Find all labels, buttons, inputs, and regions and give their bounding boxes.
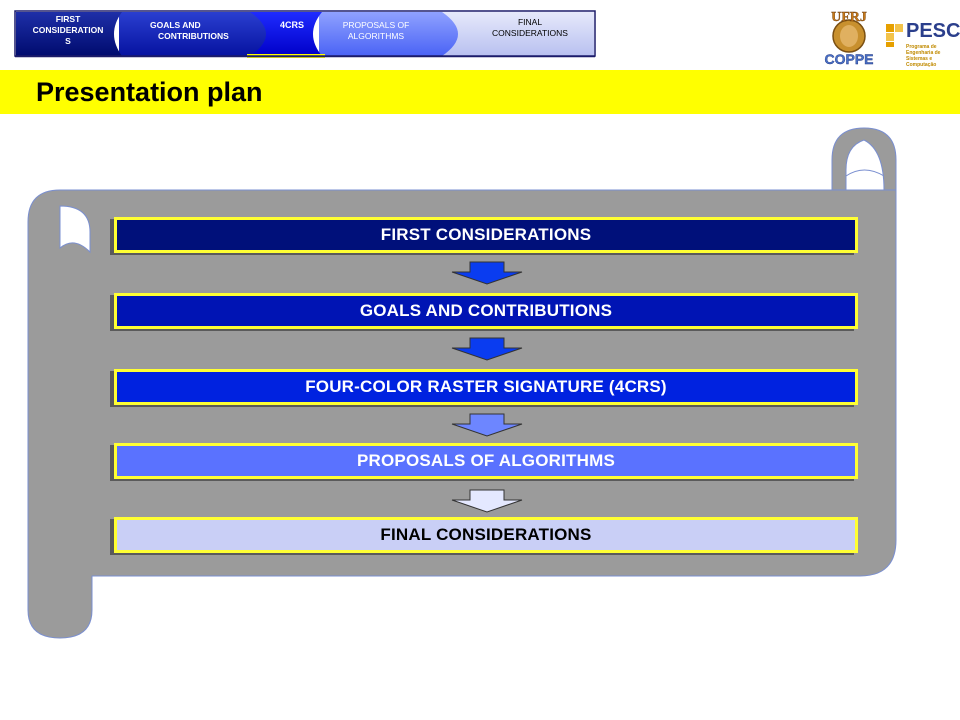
nav-item-first-considerations[interactable]: FIRST CONSIDERATION S xyxy=(16,14,120,47)
down-arrow-icon xyxy=(451,261,523,285)
nav-item-line: GOALS AND xyxy=(150,20,201,30)
step-label: FINAL CONSIDERATIONS xyxy=(380,525,592,544)
nav-segment-goals xyxy=(119,12,266,56)
scroll-right-curl-inner xyxy=(845,139,885,191)
nav-item-goals-and-contributions[interactable]: GOALS AND CONTRIBUTIONS xyxy=(140,20,250,42)
nav-item-line: FIRST xyxy=(55,14,81,24)
scroll-left-curl xyxy=(59,205,91,254)
nav-segment-final xyxy=(434,12,594,56)
nav-segment-first xyxy=(16,12,122,56)
nav-item-line: CONSIDERATION xyxy=(32,25,104,35)
step-final-considerations[interactable]: FINAL CONSIDERATIONS xyxy=(114,517,858,553)
down-arrow-icon xyxy=(451,489,523,513)
pesc-logo-icon xyxy=(886,24,903,47)
nav-item-line: CONSIDERATIONS xyxy=(492,28,568,38)
arrow-shape xyxy=(451,261,523,285)
pesc-logo-subtitle: Programa de Engenharia de Sistemas e Com… xyxy=(906,44,941,68)
step-label: FOUR-COLOR RASTER SIGNATURE (4CRS) xyxy=(305,377,667,396)
step-four-color-raster-signature[interactable]: FOUR-COLOR RASTER SIGNATURE (4CRS) xyxy=(114,369,858,405)
pesc-logo-title: PESC xyxy=(906,20,960,42)
step-first-considerations[interactable]: FIRST CONSIDERATIONS xyxy=(114,217,858,253)
nav-item-line: S xyxy=(65,36,71,46)
ufrj-logo-text: UFRJ xyxy=(831,10,867,25)
down-arrow-icon xyxy=(451,413,523,437)
step-goals-and-contributions[interactable]: GOALS AND CONTRIBUTIONS xyxy=(114,293,858,329)
title-bar xyxy=(0,70,960,114)
coppe-logo-text: COPPE xyxy=(824,51,873,67)
arrow-shape xyxy=(451,337,523,361)
nav-item-final-considerations[interactable]: FINAL CONSIDERATIONS xyxy=(470,17,590,39)
nav-item-line: PROPOSALS OF xyxy=(342,20,410,30)
nav-item-line: 4CRS xyxy=(279,20,304,30)
arrow-shape xyxy=(451,413,523,437)
step-label: GOALS AND CONTRIBUTIONS xyxy=(359,301,613,320)
nav-segment-proposals xyxy=(319,12,458,56)
nav-segment-4crs xyxy=(247,12,322,56)
step-label: PROPOSALS OF ALGORITHMS xyxy=(356,451,616,470)
nav-strip xyxy=(14,10,596,58)
nav-item-line: CONTRIBUTIONS xyxy=(158,31,229,41)
step-label: FIRST CONSIDERATIONS xyxy=(380,225,592,244)
page-title: Presentation plan xyxy=(36,77,263,107)
ufrj-coppe-logo: UFRJ COPPE xyxy=(824,10,873,67)
nav-item-line: FINAL xyxy=(517,17,543,27)
step-proposals-of-algorithms[interactable]: PROPOSALS OF ALGORITHMS xyxy=(114,443,858,479)
down-arrow-icon xyxy=(451,337,523,361)
arrow-shape xyxy=(451,489,523,513)
nav-item-4crs[interactable]: 4CRS xyxy=(268,20,316,31)
nav-item-proposals-of-algorithms[interactable]: PROPOSALS OF ALGORITHMS xyxy=(324,20,428,42)
nav-item-line: ALGORITHMS xyxy=(347,31,405,41)
